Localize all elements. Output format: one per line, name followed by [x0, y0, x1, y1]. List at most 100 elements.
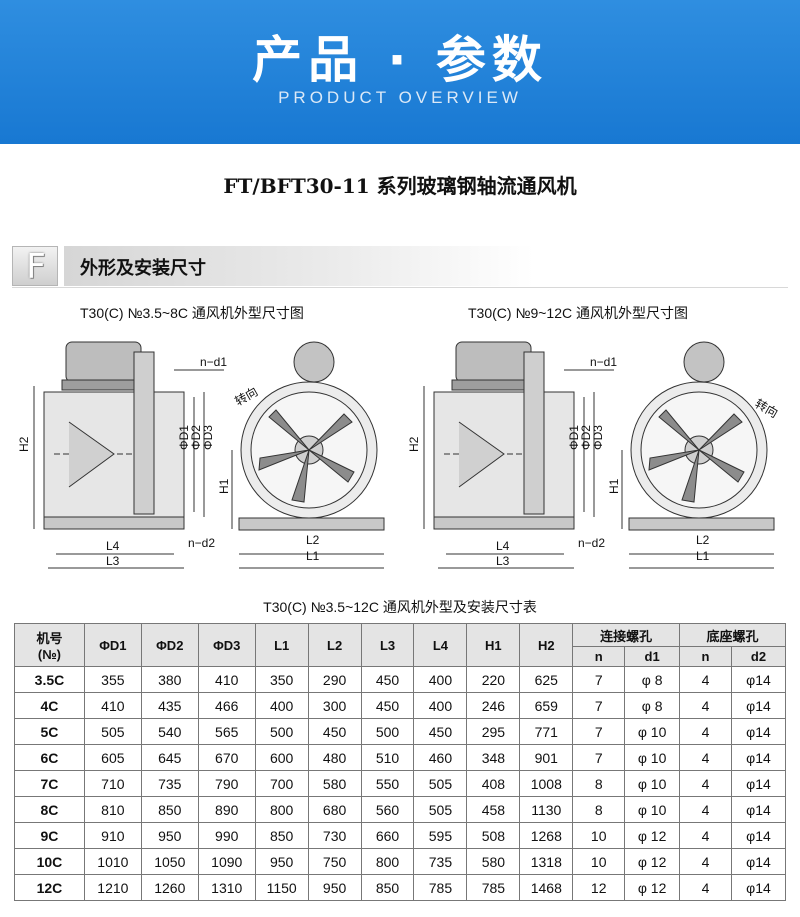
banner-subtitle: PRODUCT OVERVIEW: [278, 88, 522, 107]
header-col: L3: [360, 623, 415, 667]
table-cell: 1090: [197, 848, 256, 875]
table-cell: 910: [83, 822, 142, 849]
table-cell: 7: [572, 744, 626, 771]
table-cell: 1318: [519, 848, 574, 875]
table-cell: 680: [307, 796, 362, 823]
table-cell: 1050: [140, 848, 199, 875]
table-cell: φ 10: [624, 744, 681, 771]
document-title: FT/BFT30-11 系列玻璃钢轴流通风机: [223, 174, 577, 198]
table-cell: 1130: [519, 796, 574, 823]
table-cell: 300: [307, 692, 362, 719]
table-cell: 246: [466, 692, 521, 719]
table-cell: φ 10: [624, 796, 681, 823]
table-cell: 460: [413, 744, 468, 771]
table-cell: 10: [572, 848, 626, 875]
cell-model: 3.5C: [14, 666, 85, 693]
table-cell: 1010: [83, 848, 142, 875]
table-cell: 12: [572, 874, 626, 901]
header-model: 机号 (№): [14, 623, 85, 667]
table-cell: 505: [413, 770, 468, 797]
table-cell: 7: [572, 692, 626, 719]
fan-base: [433, 516, 575, 530]
table-cell: 540: [140, 718, 199, 745]
label-D1: ΦD1: [567, 425, 581, 450]
table-cell: φ14: [730, 848, 787, 875]
table-cell: 510: [360, 744, 415, 771]
table-cell: 1210: [83, 874, 142, 901]
table-cell: 950: [307, 874, 362, 901]
table-cell: 850: [360, 874, 415, 901]
header-col: ΦD3: [197, 623, 256, 667]
table-cell: 508: [466, 822, 521, 849]
table-cell: 4: [679, 874, 732, 901]
table-cell: 290: [307, 666, 362, 693]
table-cell: φ 12: [624, 874, 681, 901]
table-cell: 1150: [254, 874, 309, 901]
table-cell: 450: [307, 718, 362, 745]
table-cell: 1310: [197, 874, 256, 901]
label-H2: H2: [407, 436, 421, 452]
table-cell: 670: [197, 744, 256, 771]
table-cell: φ 8: [624, 692, 681, 719]
header-col: L2: [307, 623, 362, 667]
table-cell: 710: [83, 770, 142, 797]
table-cell: φ 10: [624, 718, 681, 745]
table-caption: T30(C) №3.5~12C 通风机外型及安装尺寸表: [263, 599, 537, 615]
table-cell: φ 10: [624, 770, 681, 797]
table-cell: 605: [83, 744, 142, 771]
table-cell: 4: [679, 770, 732, 797]
motor-body: [455, 341, 532, 383]
table-cell: 295: [466, 718, 521, 745]
cell-model: 8C: [14, 796, 85, 823]
header-col: H1: [466, 623, 521, 667]
table-cell: 785: [413, 874, 468, 901]
table-cell: 480: [307, 744, 362, 771]
table-cell: 8: [572, 796, 626, 823]
table-cell: 500: [254, 718, 309, 745]
cell-model: 5C: [14, 718, 85, 745]
table-cell: 435: [140, 692, 199, 719]
label-D1: ΦD1: [177, 425, 191, 450]
table-cell: 735: [413, 848, 468, 875]
label-nd2: n−d2: [578, 536, 605, 550]
table-cell: 595: [413, 822, 468, 849]
table-cell: φ14: [730, 874, 787, 901]
table-cell: 560: [360, 796, 415, 823]
cell-model: 7C: [14, 770, 85, 797]
header-banner: 产品 · 参数 PRODUCT OVERVIEW: [0, 0, 800, 144]
header-col: L4: [413, 623, 468, 667]
table-cell: 7: [572, 718, 626, 745]
label-D3: ΦD3: [591, 425, 605, 450]
table-cell: φ14: [730, 796, 787, 823]
table-cell: 450: [360, 692, 415, 719]
spec-table: 机号 (№) ΦD1 ΦD2 ΦD3 L1 L2 L3 L4 H1 H2 连接螺…: [14, 623, 787, 901]
table-cell: 408: [466, 770, 521, 797]
table-cell: φ14: [730, 718, 787, 745]
label-L4: L4: [106, 539, 120, 553]
table-cell: 901: [519, 744, 574, 771]
section-label: 外形及安装尺寸: [80, 258, 206, 279]
header-col: ΦD2: [140, 623, 199, 667]
table-cell: 1468: [519, 874, 574, 901]
diagram-right: n−d1 转向 ΦD1 ΦD2 ΦD3 H2 H1 L4 L3 n−d2 L2 …: [407, 341, 781, 569]
table-cell: 400: [254, 692, 309, 719]
table-cell: 645: [140, 744, 199, 771]
diagram-right-caption: T30(C) №9~12C 通风机外型尺寸图: [468, 305, 689, 321]
fan-flange: [133, 351, 155, 515]
cell-model: 12C: [14, 874, 85, 901]
table-cell: 500: [360, 718, 415, 745]
table-cell: 4: [679, 848, 732, 875]
table-cell: 810: [83, 796, 142, 823]
label-nd1: n−d1: [590, 355, 617, 369]
table-cell: 850: [254, 822, 309, 849]
table-cell: 4: [679, 822, 732, 849]
fan-flange: [523, 351, 545, 515]
cell-model: 9C: [14, 822, 85, 849]
table-cell: 8: [572, 770, 626, 797]
pulley: [293, 341, 335, 383]
header-col: L1: [254, 623, 309, 667]
table-cell: 730: [307, 822, 362, 849]
table-cell: 565: [197, 718, 256, 745]
